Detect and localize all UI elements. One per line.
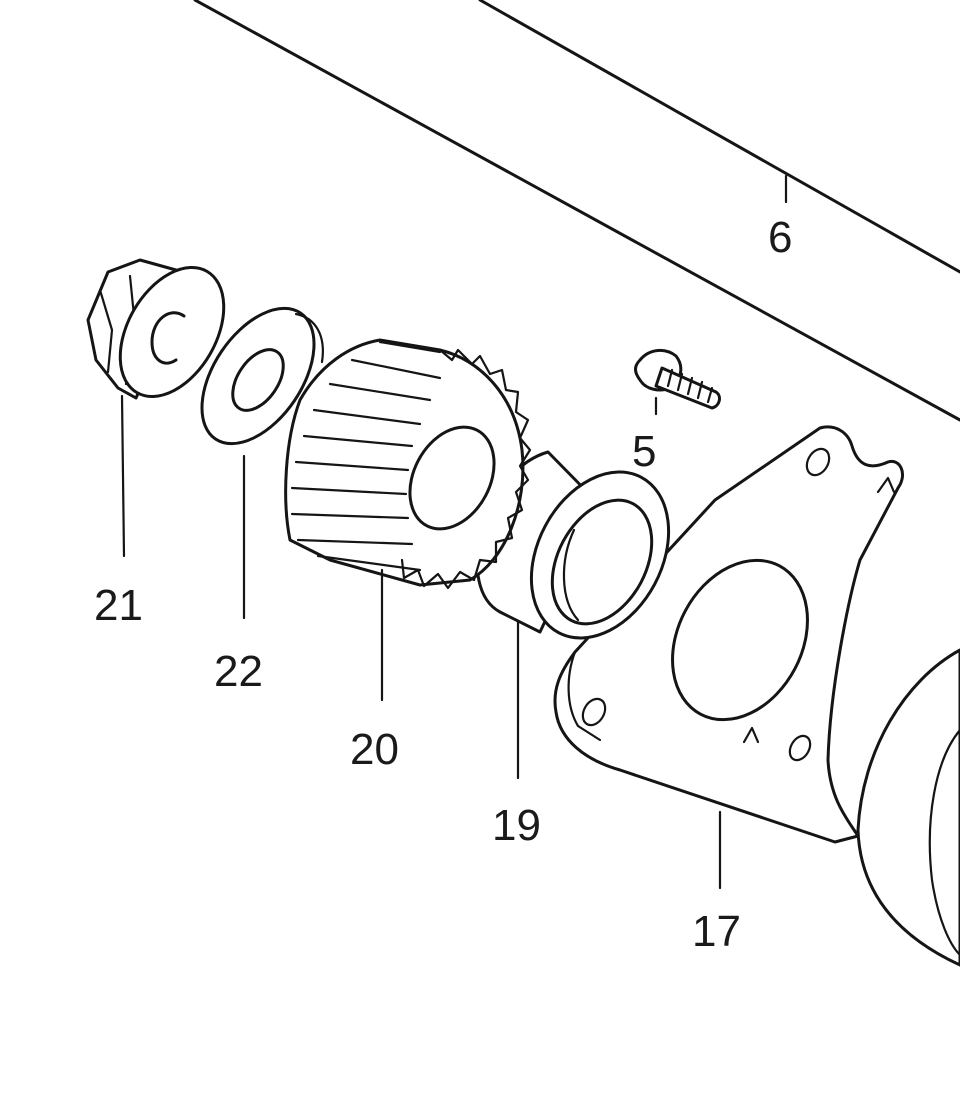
label-21: 21 [94,581,143,630]
label-17: 17 [692,907,741,956]
part-labels: 5 6 17 19 20 21 22 [94,213,792,956]
part-21-flange-nut [86,258,226,400]
label-6: 6 [768,213,792,262]
label-22: 22 [214,647,263,696]
part-22-washer [200,306,324,446]
part-20-helical-gear [284,338,532,590]
leader-21 [120,394,126,558]
part-6-shaft [193,0,960,422]
leader-lines [120,174,788,890]
part-17-flange-plate [553,425,960,967]
label-5: 5 [632,427,656,476]
part-5-bolt [634,349,721,410]
label-19: 19 [492,801,541,850]
label-20: 20 [350,725,399,774]
